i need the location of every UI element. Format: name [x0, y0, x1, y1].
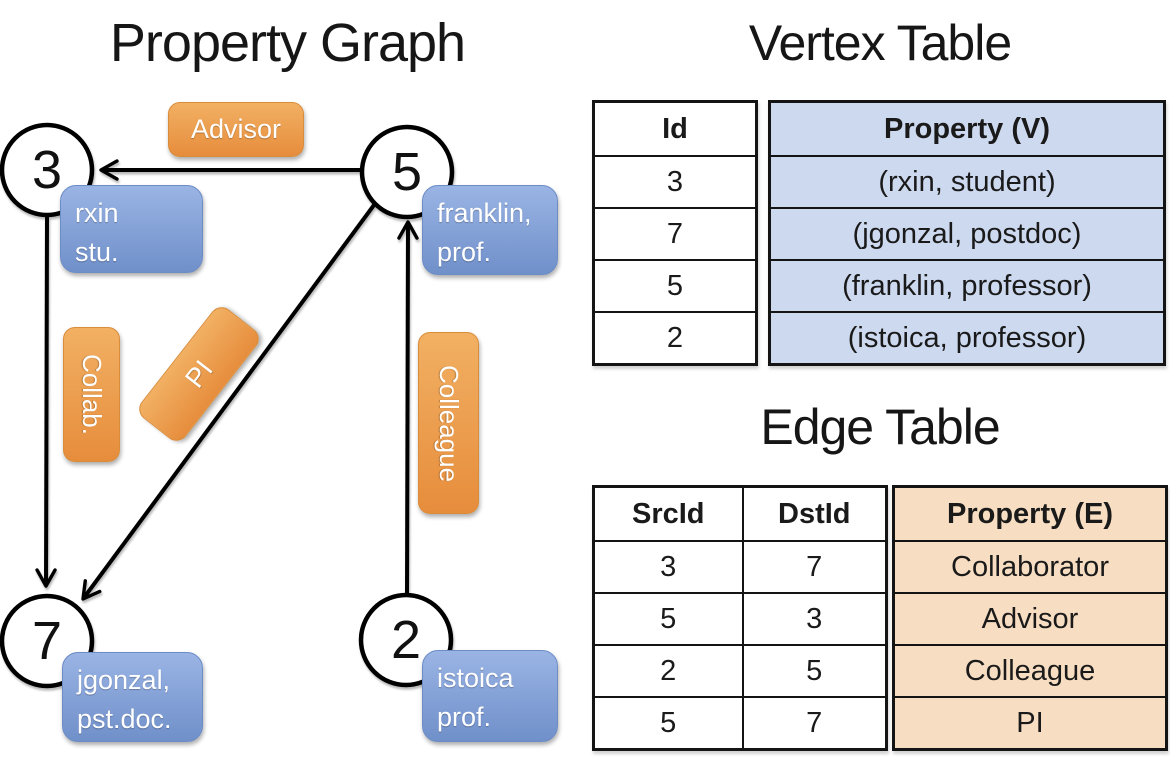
- table-cell: 3: [592, 540, 744, 594]
- table-cell: (franklin, professor): [768, 259, 1166, 313]
- table-row: Collaborator: [892, 540, 1168, 594]
- table-cell: 5: [592, 592, 744, 646]
- collab-edge-label: Collab.: [63, 327, 120, 462]
- table-cell: Advisor: [892, 592, 1168, 646]
- table-row: (jgonzal, postdoc): [768, 207, 1166, 261]
- edge-collaborator-3-to-7: [35, 216, 57, 588]
- table-row: Property (E): [892, 485, 1168, 542]
- table-row: (istoica, professor): [768, 311, 1166, 366]
- advisor-edge-label: Advisor: [168, 102, 304, 157]
- table-row: SrcId DstId: [592, 485, 888, 542]
- jgonzal-line1: jgonzal,: [77, 665, 171, 695]
- node-7-number: 7: [31, 611, 63, 671]
- property-graph-title: Property Graph: [109, 13, 466, 73]
- table-row: 3 7: [592, 540, 888, 594]
- node-3-number: 3: [31, 140, 63, 200]
- jgonzal-vertex-label: jgonzal, pst.doc.: [62, 652, 203, 742]
- colleague-edge-label: Colleague: [418, 332, 479, 514]
- table-row: PI: [892, 696, 1168, 751]
- table-cell: 7: [592, 207, 758, 261]
- table-cell: 2: [592, 311, 758, 366]
- table-row: Property (V): [768, 100, 1166, 157]
- table-cell: 7: [741, 696, 888, 751]
- rxin-line1: rxin: [75, 198, 119, 228]
- colleague-edge-label-text: Colleague: [434, 364, 464, 482]
- node-5-number: 5: [391, 142, 423, 202]
- table-row: 2: [592, 311, 758, 366]
- table-row: Id: [592, 100, 758, 157]
- edge-table-src-dst-columns: SrcId DstId 3 7 5 3 2 5 5 7: [592, 485, 888, 751]
- rxin-vertex-label: rxin stu.: [60, 185, 203, 273]
- table-cell: 3: [741, 592, 888, 646]
- vertex-table-property-header: Property (V): [768, 100, 1166, 157]
- istoica-vertex-label: istoica prof.: [422, 650, 558, 742]
- istoica-line2: prof.: [437, 702, 492, 732]
- table-cell: 2: [592, 644, 744, 698]
- table-row: (franklin, professor): [768, 259, 1166, 313]
- edge-table-property-header: Property (E): [892, 485, 1168, 542]
- table-row: 3: [592, 155, 758, 209]
- istoica-line1: istoica: [437, 663, 514, 693]
- table-cell: 5: [741, 644, 888, 698]
- table-cell: (rxin, student): [768, 155, 1166, 209]
- vertex-table-id-column: Id 3 7 5 2: [592, 100, 758, 366]
- table-cell: PI: [892, 696, 1168, 751]
- table-row: 2 5: [592, 644, 888, 698]
- table-cell: 3: [592, 155, 758, 209]
- table-row: Colleague: [892, 644, 1168, 698]
- table-row: (rxin, student): [768, 155, 1166, 209]
- jgonzal-line2: pst.doc.: [77, 704, 172, 734]
- vertex-table-id-header: Id: [592, 100, 758, 157]
- franklin-vertex-label: franklin, prof.: [422, 185, 558, 275]
- table-cell: 5: [592, 696, 744, 751]
- franklin-line1: franklin,: [437, 198, 532, 228]
- table-cell: Colleague: [892, 644, 1168, 698]
- table-row: 5: [592, 259, 758, 313]
- edge-table-title: Edge Table: [760, 399, 1000, 455]
- table-cell: 7: [741, 540, 888, 594]
- edge-table-dstid-header: DstId: [741, 485, 888, 542]
- table-cell: Collaborator: [892, 540, 1168, 594]
- table-row: 7: [592, 207, 758, 261]
- table-row: 5 3: [592, 592, 888, 646]
- edge-table-srcid-header: SrcId: [592, 485, 744, 542]
- collab-edge-label-text: Collab.: [77, 354, 107, 435]
- node-2-number: 2: [390, 610, 422, 670]
- table-cell: 5: [592, 259, 758, 313]
- edge-colleague-2-to-5: [397, 220, 419, 595]
- vertex-table-property-column: Property (V) (rxin, student) (jgonzal, p…: [768, 100, 1166, 366]
- table-cell: (jgonzal, postdoc): [768, 207, 1166, 261]
- vertex-table-title: Vertex Table: [748, 15, 1012, 71]
- edge-table-property-column: Property (E) Collaborator Advisor Collea…: [892, 485, 1168, 751]
- rxin-line2: stu.: [75, 237, 119, 267]
- edge-pi-5-to-7: [81, 203, 376, 601]
- table-row: Advisor: [892, 592, 1168, 646]
- franklin-line2: prof.: [437, 237, 492, 267]
- table-row: 5 7: [592, 696, 888, 751]
- table-cell: (istoica, professor): [768, 311, 1166, 366]
